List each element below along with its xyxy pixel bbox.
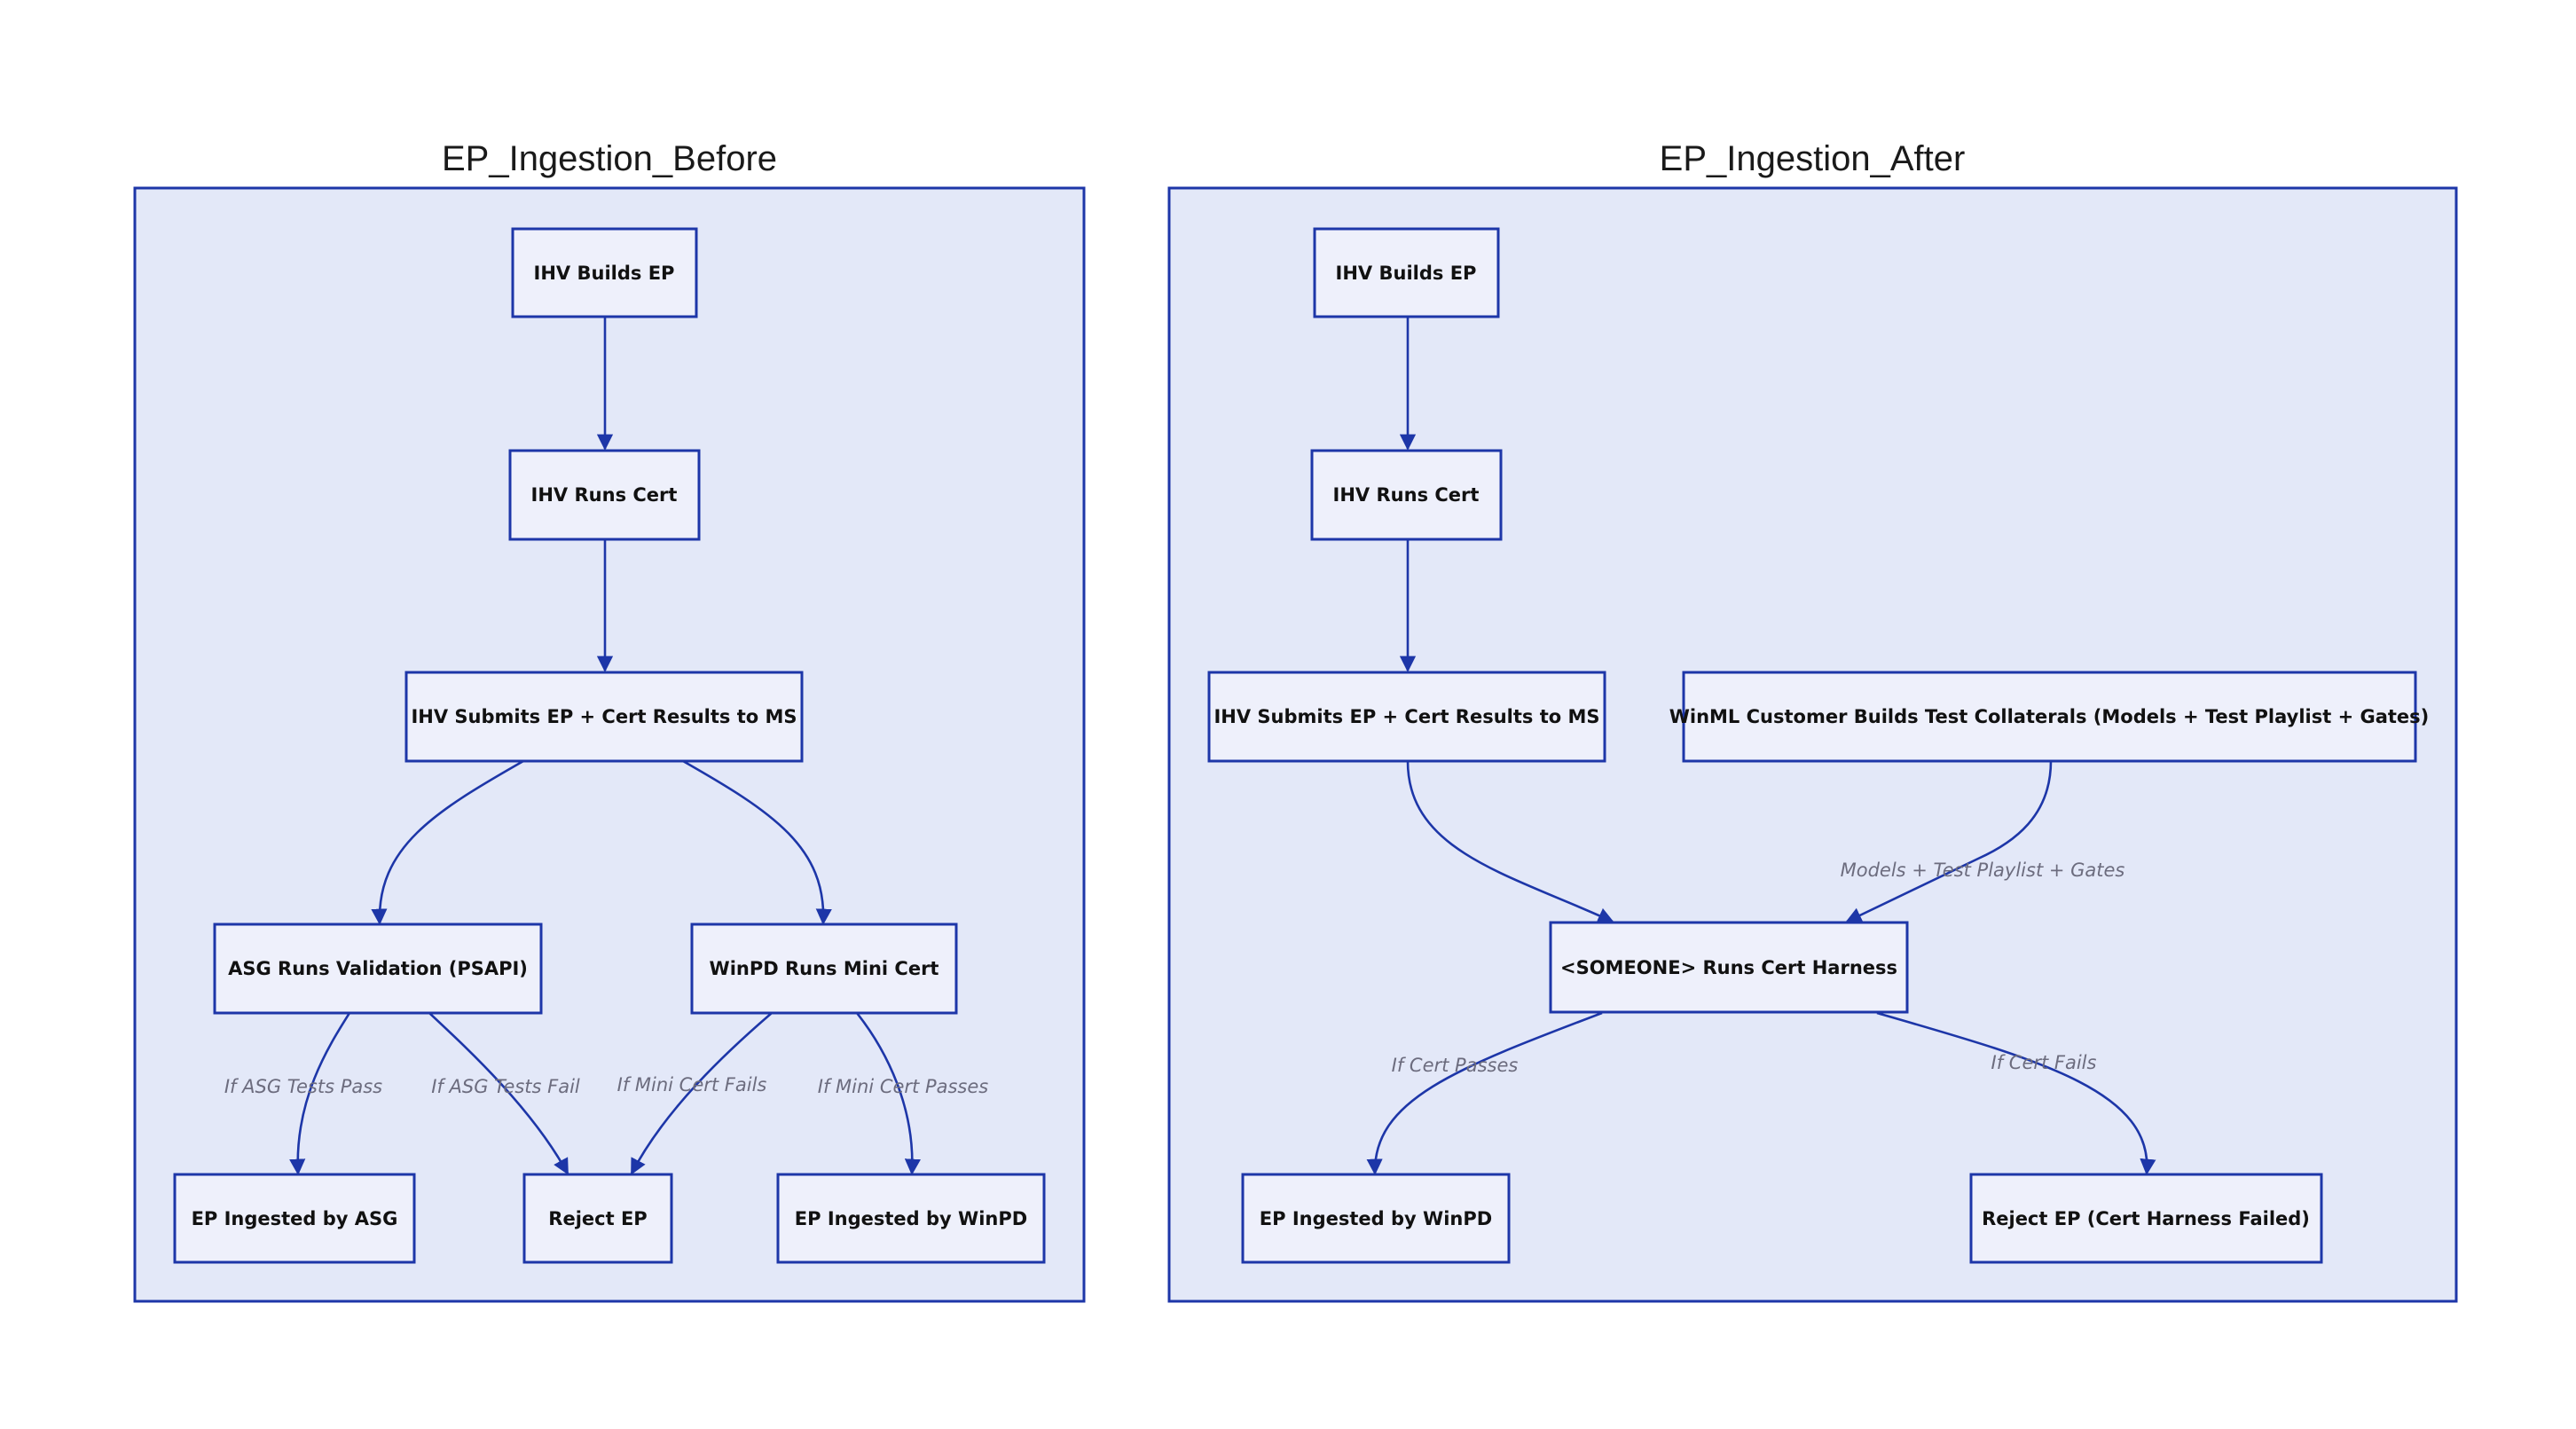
edge-submit-to-asg [371, 759, 524, 925]
node-label: IHV Submits EP + Cert Results to MS [1213, 706, 1599, 727]
node-ihv-submits-ep[interactable]: IHV Submits EP + Cert Results to MS [404, 671, 804, 763]
edges-after [1366, 317, 2156, 1175]
edge-label-mini-pass: If Mini Cert Passes [818, 1076, 988, 1097]
node-label: EP Ingested by WinPD [795, 1208, 1027, 1229]
edge-cert-passes [1366, 1011, 1603, 1175]
node-winml-customer-builds-collaterals[interactable]: WinML Customer Builds Test Collaterals (… [1669, 671, 2430, 763]
edge-asg-pass [289, 1012, 351, 1175]
node-someone-runs-cert-harness[interactable]: <SOMEONE> Runs Cert Harness [1549, 921, 1909, 1014]
node-label: IHV Runs Cert [1333, 484, 1480, 506]
node-label: EP Ingested by WinPD [1260, 1208, 1492, 1229]
node-label: Reject EP (Cert Harness Failed) [1982, 1208, 2310, 1229]
node-ihv-runs-cert[interactable]: IHV Runs Cert [508, 449, 701, 541]
node-ep-ingested-by-winpd[interactable]: EP Ingested by WinPD [776, 1173, 1046, 1264]
node-label: Reject EP [548, 1208, 647, 1229]
edge-label-asg-fail: If ASG Tests Fail [431, 1076, 580, 1097]
node-after-ihv-builds-ep[interactable]: IHV Builds EP [1313, 227, 1500, 318]
edge-asg-fail [428, 1012, 569, 1175]
node-label: EP Ingested by ASG [192, 1208, 398, 1229]
node-reject-ep-cert-harness-failed[interactable]: Reject EP (Cert Harness Failed) [1969, 1173, 2323, 1264]
node-label: IHV Submits EP + Cert Results to MS [411, 706, 797, 727]
node-ihv-builds-ep[interactable]: IHV Builds EP [511, 227, 698, 318]
node-label: IHV Builds EP [1336, 263, 1477, 284]
edge-label-cert-passes: If Cert Passes [1392, 1055, 1519, 1076]
edge-labels-after: Models + Test Playlist + Gates If Cert P… [1392, 860, 2125, 1076]
edge-mini-pass [855, 1012, 921, 1175]
edges-before [289, 317, 921, 1175]
nodes-after: IHV Builds EP IHV Runs Cert IHV Submits … [1207, 227, 2430, 1264]
node-label: IHV Runs Cert [531, 484, 678, 506]
edge-label-cert-fails: If Cert Fails [1991, 1052, 2097, 1073]
cluster-before-title: EP_Ingestion_Before [442, 139, 777, 178]
edge-label-asg-pass: If ASG Tests Pass [224, 1076, 382, 1097]
node-reject-ep[interactable]: Reject EP [522, 1173, 673, 1264]
node-label: WinML Customer Builds Test Collaterals (… [1669, 706, 2430, 727]
node-after-ihv-submits-ep[interactable]: IHV Submits EP + Cert Results to MS [1207, 671, 1606, 763]
edge-mini-fail [630, 1012, 773, 1175]
edge-labels-before: If ASG Tests Pass If ASG Tests Fail If M… [224, 1074, 988, 1097]
node-label: <SOMEONE> Runs Cert Harness [1560, 957, 1897, 978]
node-ep-ingested-by-asg[interactable]: EP Ingested by ASG [173, 1173, 416, 1264]
node-label: ASG Runs Validation (PSAPI) [228, 958, 528, 979]
edge-submit-to-winpd [682, 759, 832, 925]
edge-winml-to-harness [1845, 760, 2053, 923]
node-label: WinPD Runs Mini Cert [710, 958, 939, 979]
node-after-ep-ingested-by-winpd[interactable]: EP Ingested by WinPD [1241, 1173, 1511, 1264]
node-label: IHV Builds EP [534, 263, 675, 284]
node-after-ihv-runs-cert[interactable]: IHV Runs Cert [1310, 449, 1503, 541]
node-winpd-runs-mini-cert[interactable]: WinPD Runs Mini Cert [690, 923, 958, 1015]
nodes-before: IHV Builds EP IHV Runs Cert IHV Submits … [173, 227, 1046, 1264]
edge-cert-fails [1876, 1011, 2156, 1175]
cluster-after-title: EP_Ingestion_After [1660, 139, 1966, 178]
node-asg-runs-validation[interactable]: ASG Runs Validation (PSAPI) [213, 923, 543, 1015]
edge-label-mini-fail: If Mini Cert Fails [617, 1074, 767, 1095]
edge-label-collaterals: Models + Test Playlist + Gates [1841, 860, 2125, 881]
edge-submit-to-harness [1406, 760, 1614, 923]
